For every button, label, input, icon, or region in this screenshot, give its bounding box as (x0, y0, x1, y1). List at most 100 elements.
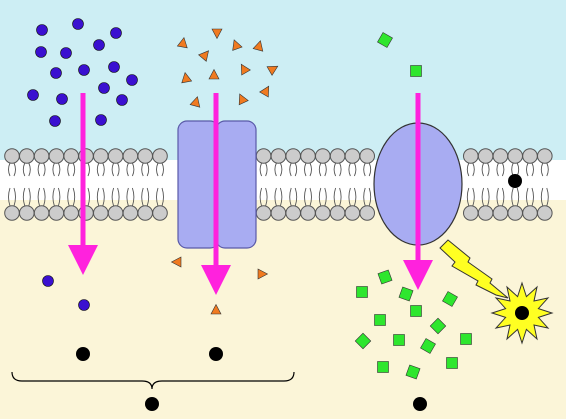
orange-molecule (176, 36, 188, 49)
lipid-head (537, 205, 553, 221)
extracellular-space (0, 0, 566, 160)
lipid-head (152, 205, 168, 221)
lipid-tail (363, 187, 372, 207)
green-molecule (410, 305, 422, 317)
orange-molecule (240, 63, 251, 76)
black-dot (413, 397, 427, 411)
lipid-head (315, 148, 331, 164)
lipid-tail (289, 162, 298, 177)
channel-transport-molecules (170, 28, 279, 315)
lipid-head (359, 205, 376, 221)
lipid-tail (37, 187, 46, 207)
purple-molecule (36, 24, 48, 36)
lipid-tail (274, 187, 283, 207)
lipid-tail (22, 162, 31, 177)
lipid-tail (274, 162, 283, 177)
lipid-tail (259, 162, 268, 177)
purple-molecule (56, 93, 68, 105)
lipid-head (300, 148, 316, 164)
lipid-head (315, 205, 331, 221)
lipid-tail (540, 162, 549, 177)
green-molecule (393, 334, 405, 346)
lipid-tail (96, 162, 105, 177)
purple-molecule (116, 94, 128, 106)
lipid-head (329, 148, 346, 164)
purple-molecule (27, 89, 39, 101)
lipid-tail (8, 187, 16, 207)
purple-molecule (72, 18, 84, 30)
lipid-head (137, 205, 153, 221)
orange-molecule (266, 65, 279, 76)
lipid-tail (348, 162, 357, 177)
lipid-tail (526, 187, 534, 207)
black-dot (145, 397, 159, 411)
lipid-head (122, 205, 139, 221)
orange-molecule (170, 256, 182, 268)
purple-molecule (60, 47, 72, 59)
lipid-head (48, 205, 65, 221)
lipid-tail (37, 162, 46, 177)
lipid-head (48, 148, 65, 164)
lipid-head (19, 205, 35, 221)
lipid-head (477, 148, 494, 164)
green-molecule (377, 269, 393, 285)
lipid-head (522, 205, 538, 221)
orange-molecule (211, 28, 223, 40)
orange-molecule (252, 40, 264, 52)
lipid-tail (333, 187, 342, 207)
lipid-tail (363, 162, 372, 177)
orange-molecule (232, 39, 243, 51)
lipid-head (19, 148, 35, 164)
lipid-tail (126, 162, 135, 177)
lipid-tail (481, 187, 490, 207)
purple-molecule (49, 115, 61, 127)
lipid-tail (540, 187, 549, 207)
black-dot (209, 347, 223, 361)
green-molecule (405, 364, 421, 380)
lipid-head (4, 205, 20, 221)
lipid-head (492, 148, 509, 164)
lipid-tail (22, 187, 31, 207)
lipid-head (463, 148, 479, 164)
orange-molecule (259, 85, 270, 98)
lipid-head (63, 205, 79, 221)
lipid-tail (289, 187, 298, 207)
lipid-tail (304, 187, 312, 207)
lipid-tail (156, 162, 164, 177)
lipid-tail (52, 187, 61, 207)
lipid-tail (526, 162, 534, 177)
lipid-tail (333, 162, 342, 177)
lipid-tail (466, 162, 475, 177)
lipid-head (255, 148, 272, 164)
black-dot (76, 347, 90, 361)
lipid-tail (156, 187, 164, 207)
lipid-tail (111, 187, 120, 207)
lipid-head (344, 148, 361, 164)
lipid-tail (481, 162, 490, 177)
cytoplasm (0, 200, 566, 419)
simple-diffusion-molecules (27, 18, 138, 311)
lipid-head (522, 148, 538, 164)
lipid-tail (318, 162, 327, 177)
lipid-head (329, 205, 346, 221)
lipid-head (285, 148, 302, 164)
orange-molecule (189, 96, 201, 108)
purple-molecule (98, 82, 110, 94)
green-molecule (446, 357, 458, 369)
lipid-tail (466, 187, 475, 207)
lipid-tail (141, 162, 150, 177)
lipid-tail (96, 187, 105, 207)
lipid-head (137, 148, 153, 164)
lipid-tail (67, 162, 76, 177)
channel-protein-icon (177, 120, 257, 249)
lipid-head (270, 148, 287, 164)
purple-molecule (95, 114, 107, 126)
lipid-tail (111, 162, 120, 177)
lipid-head (359, 148, 376, 164)
green-molecule (442, 291, 458, 307)
green-molecule (460, 333, 472, 345)
lipid-head (270, 205, 287, 221)
green-molecule (374, 314, 386, 326)
purple-molecule (108, 61, 120, 73)
